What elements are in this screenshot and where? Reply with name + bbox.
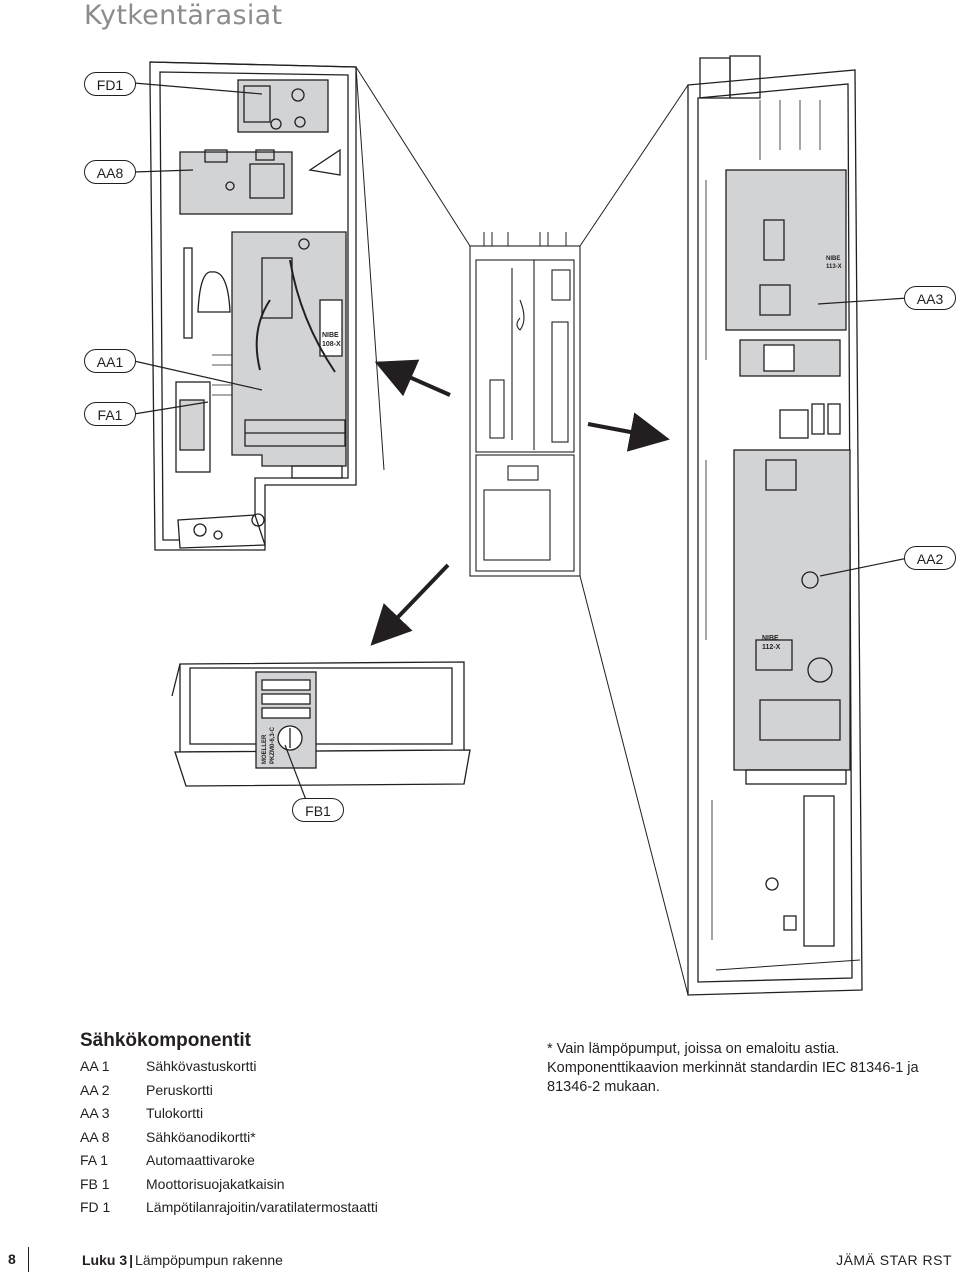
chapter-label: Luku 3 [82, 1252, 128, 1268]
page-number: 8 [8, 1251, 16, 1267]
legend-text: Automaattivaroke [146, 1152, 255, 1168]
right-panel [687, 55, 863, 996]
left-switchbox [149, 61, 385, 551]
legend-item: FA 1 Automaattivaroke [80, 1149, 378, 1173]
legend-item: FB 1 Moottorisuojakatkaisin [80, 1173, 378, 1197]
legend-list: AA 1 Sähkövastuskortti AA 2 Peruskortti AA… [80, 1055, 378, 1220]
legend-item: AA 3 Tulokortti [80, 1102, 378, 1126]
note-asterisk: * Vain lämpöpumput, joissa on emaloitu a… [547, 1041, 840, 1057]
note-standard: Komponenttikaavion merkinnät standardin … [547, 1060, 919, 1095]
legend-item: AA 1 Sähkövastuskortti [80, 1055, 378, 1079]
chapter-title: Lämpöpumpun rakenne [135, 1252, 283, 1268]
aa1-model: 108-X [322, 341, 341, 348]
legend-code: FA 1 [80, 1152, 109, 1168]
legend-code: AA 1 [80, 1058, 110, 1074]
callout-fa1: FA1 [84, 402, 136, 426]
legend-text: Tulokortti [146, 1105, 204, 1121]
center-unit [355, 66, 689, 996]
legend-code: AA 3 [80, 1105, 110, 1121]
fb1-model: PKZM0-6,3-C [270, 726, 276, 764]
legend-code: AA 2 [80, 1081, 110, 1098]
notes: * Vain lämpöpumput, joissa on emaloitu a… [547, 1040, 957, 1097]
legend-code: AA 8 [80, 1128, 110, 1145]
legend-text: Lämpötilanrajoitin/varatilatermostaatti [146, 1199, 378, 1215]
legend-text: Peruskortti [146, 1081, 213, 1098]
legend-code: FB 1 [80, 1175, 110, 1192]
callout-fb1: FB1 [292, 798, 344, 822]
legend-item: FD 1 Lämpötilanrajoitin/varatilatermostaa… [80, 1196, 378, 1220]
aa3-model: 113-X [826, 264, 842, 270]
callout-aa3: AA3 [904, 286, 956, 310]
aa3-brand: NIBE [826, 256, 840, 262]
legend-item: AA 8 Sähköanodikortti* [80, 1126, 378, 1150]
callout-aa8: AA8 [84, 160, 136, 184]
legend-item: AA 2 Peruskortti [80, 1079, 378, 1103]
callout-aa1: AA1 [84, 349, 136, 373]
aa2-brand: NIBE [762, 635, 779, 642]
chapter-info: Luku 3|Lämpöpumpun rakenne [82, 1252, 283, 1268]
fb1-box [171, 661, 471, 787]
callout-aa2: AA2 [904, 546, 956, 570]
legend-text: Moottorisuojakatkaisin [146, 1175, 285, 1192]
page-title: Kytkentärasiat [84, 0, 283, 31]
legend-title: Sähkökomponentit [80, 1030, 252, 1051]
callout-fd1: FD1 [84, 72, 136, 96]
chapter-separator: | [129, 1252, 134, 1268]
footer-rule [28, 1247, 29, 1272]
legend-text: Sähkövastuskortti [146, 1058, 257, 1074]
product-name: JÄMÄ STAR RST [836, 1252, 952, 1268]
legend-code: FD 1 [80, 1199, 111, 1215]
fb1-brand: MOELLER [262, 734, 268, 764]
page-footer: 8 Luku 3|Lämpöpumpun rakenne JÄMÄ STAR R… [0, 1247, 960, 1272]
legend-text: Sähköanodikortti* [146, 1128, 256, 1145]
aa2-model: 112-X [762, 644, 781, 651]
aa1-brand: NIBE [322, 332, 339, 339]
